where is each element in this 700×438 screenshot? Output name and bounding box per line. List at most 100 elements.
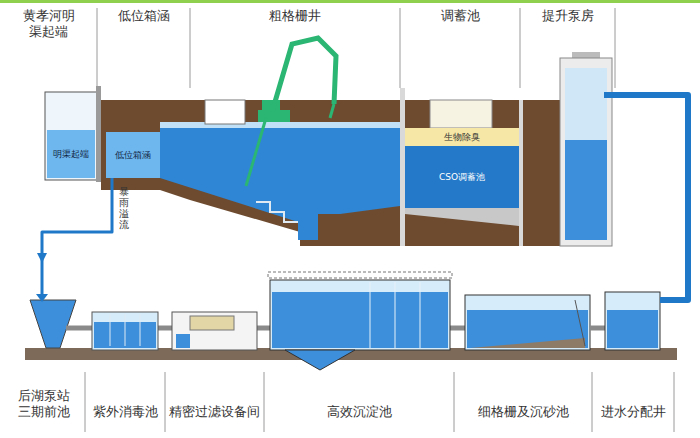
pump-air — [565, 68, 607, 140]
pipe-stub — [660, 297, 672, 303]
pipe-stub — [594, 326, 605, 331]
stage-column: 细格栅及沉砂池 — [456, 262, 590, 434]
stage-column: 提升泵房 — [520, 0, 615, 250]
process-pipe — [262, 326, 266, 331]
pipe-stub — [87, 326, 92, 331]
stage-name: 后湖泵站三期前池 — [16, 388, 72, 420]
forebay — [30, 300, 76, 348]
open-channel — [45, 92, 97, 180]
divider-line — [400, 8, 401, 88]
stage-name: 提升泵房 — [542, 8, 594, 24]
stage-name: 高效沉淀池 — [327, 404, 392, 420]
tank-floor — [405, 208, 519, 226]
divider-line — [264, 372, 265, 432]
filter-unit — [190, 316, 234, 330]
divider-line — [592, 372, 593, 432]
transfer-pipe — [615, 95, 688, 300]
pipe-stub — [257, 326, 262, 331]
stage-column: 精密过滤设备间 — [167, 262, 262, 434]
pipe-stub — [66, 326, 83, 331]
stage-column: 黄孝河明渠起端明渠起端 — [0, 0, 97, 250]
pipe-stub — [604, 92, 615, 98]
overflow-pipe — [41, 262, 44, 296]
grab-rake — [246, 118, 266, 186]
process-pipe — [590, 326, 594, 331]
pump-roof — [572, 52, 600, 58]
deodor-room — [430, 100, 492, 128]
part-label: 生物除臭 — [444, 132, 480, 143]
channel-water: 明渠起端 — [47, 130, 95, 178]
stage-column: 高效沉淀池 — [266, 262, 452, 434]
divider-line — [520, 8, 521, 88]
part-label: 低位箱涵 — [115, 150, 151, 161]
pipe-stub — [456, 326, 465, 331]
channel-wall — [96, 86, 101, 182]
tank-divider — [370, 282, 371, 348]
stage-column: 紫外消毒池 — [87, 262, 163, 434]
process-pipe — [83, 326, 87, 331]
tank-divider — [395, 282, 396, 348]
uv-lamp — [125, 314, 126, 346]
pump-water — [565, 140, 607, 240]
filter-room — [172, 312, 257, 350]
divider-line — [454, 372, 455, 432]
pump-house — [560, 58, 612, 246]
ground — [101, 100, 560, 246]
part-label: CSO调蓄池 — [439, 172, 485, 183]
distribution-well — [605, 292, 660, 350]
divider-line — [190, 8, 191, 88]
stage-name: 粗格栅井 — [269, 8, 321, 24]
stage-column: 粗格栅井 — [190, 0, 400, 250]
column-dividers — [85, 8, 674, 432]
grit-slope — [470, 338, 585, 348]
small-building — [205, 100, 245, 124]
sludge-hopper — [285, 350, 355, 370]
screen-well-water — [160, 128, 400, 240]
divider-line — [615, 8, 616, 88]
process-pipe — [452, 326, 456, 331]
stage-name: 精密过滤设备间 — [169, 404, 260, 420]
sedimentation-tank — [270, 280, 450, 350]
stage-name: 细格栅及沉砂池 — [478, 404, 569, 420]
tank-wall — [519, 100, 523, 246]
divider-line — [97, 8, 98, 88]
stage-name: 黄孝河明渠起端 — [21, 8, 77, 40]
box-culvert: 低位箱涵 — [106, 132, 160, 178]
stage-name: 调蓄池 — [441, 8, 480, 24]
stage-column: 低位箱涵低位箱涵 — [97, 0, 190, 250]
tank-frame — [268, 272, 452, 278]
stage-column: 后湖泵站三期前池 — [5, 262, 83, 434]
part-label: 明渠起端 — [53, 149, 89, 160]
grab-dipper — [330, 104, 334, 118]
uv-lamp — [140, 314, 141, 346]
top-rule — [0, 0, 700, 3]
tank-divider — [420, 282, 421, 348]
well-steps — [256, 202, 298, 222]
grit-tank — [465, 295, 590, 350]
uv-tank — [92, 312, 158, 350]
fine-screen — [575, 300, 585, 346]
stage-column: 进水分配井 — [594, 262, 672, 434]
grit-water — [467, 310, 588, 348]
stage-name: 紫外消毒池 — [93, 404, 158, 420]
overflow-pipe — [42, 178, 112, 262]
process-pipe — [163, 326, 167, 331]
storage-tank: CSO调蓄池 — [405, 146, 519, 208]
water-level-mark — [36, 294, 48, 302]
divider-line — [85, 372, 86, 432]
pipe-stub — [158, 326, 163, 331]
stage-name: 低位箱涵 — [118, 8, 170, 24]
deodor-band: 生物除臭 — [405, 128, 519, 146]
grab-arm — [272, 38, 336, 112]
uv-lamp — [110, 314, 111, 346]
sedimentation-water — [272, 292, 448, 348]
divider-line — [165, 372, 166, 432]
divider-line — [674, 372, 675, 432]
pipe-stub — [266, 326, 270, 331]
stage-name: 进水分配井 — [601, 404, 666, 420]
stage-column: 调蓄池生物除臭 CSO调蓄池 — [400, 0, 520, 250]
flow-note: 暴雨溢流 — [119, 186, 129, 230]
well-water — [607, 310, 658, 348]
